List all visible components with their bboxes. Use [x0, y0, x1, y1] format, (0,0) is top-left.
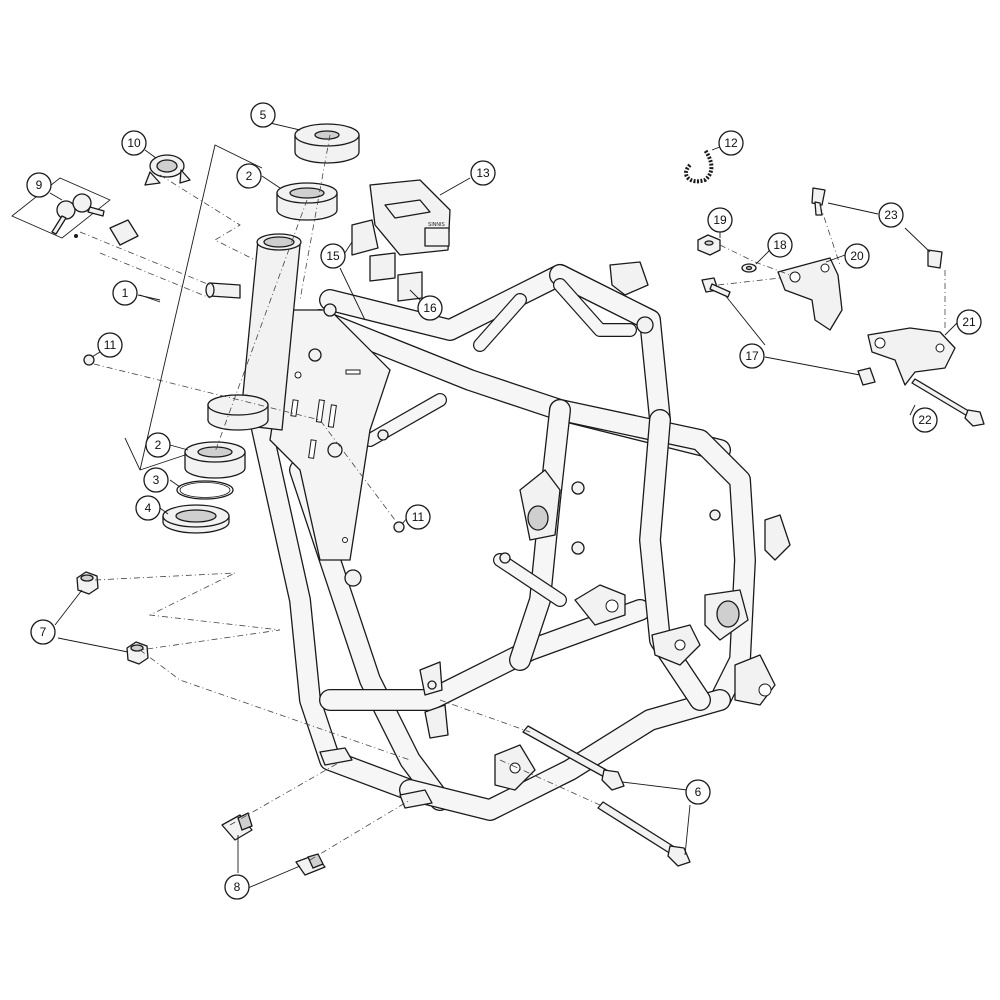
callout-13: 13: [470, 160, 496, 186]
svg-text:13: 13: [476, 166, 490, 180]
callout-6: 6: [685, 779, 711, 805]
svg-text:6: 6: [695, 785, 702, 799]
callout-7: 7: [30, 619, 56, 645]
assembly-lines: [79, 134, 946, 861]
callout-20: 20: [844, 243, 870, 269]
svg-text:7: 7: [40, 625, 47, 639]
svg-text:18: 18: [773, 238, 787, 252]
callout-18: 18: [767, 232, 793, 258]
callout-11-center: 11: [405, 504, 431, 530]
main-frame: [249, 261, 791, 821]
callout-8: 8: [224, 874, 250, 900]
part-3-ring: [176, 480, 234, 500]
svg-text:23: 23: [884, 208, 898, 222]
callout-15: 15: [320, 243, 346, 269]
callout-22: 22: [912, 407, 938, 433]
part-7-nuts: [76, 571, 149, 665]
callout-leaders: [49, 122, 959, 889]
svg-text:16: 16: [423, 301, 437, 315]
svg-text:11: 11: [412, 510, 425, 524]
svg-text:3: 3: [153, 473, 160, 487]
callout-1: 1: [112, 280, 138, 306]
callout-23: 23: [878, 202, 904, 228]
part-4-lower-seal: [162, 504, 230, 534]
svg-text:20: 20: [850, 249, 864, 263]
callout-16: 16: [417, 295, 443, 321]
part-20-footrest-bracket: [777, 257, 843, 331]
part-2-lower-bearing: [184, 441, 246, 479]
part-10-clamp: [144, 154, 191, 186]
svg-text:2: 2: [246, 169, 253, 183]
callout-3: 3: [143, 467, 169, 493]
part-8-clips: [221, 812, 326, 876]
svg-text:2: 2: [155, 438, 162, 452]
callout-17: 17: [739, 343, 765, 369]
svg-text:21: 21: [962, 315, 976, 329]
part-18-washer: [741, 263, 757, 273]
part-13-electrical-unit: SINNIS: [369, 179, 451, 256]
callout-10: 10: [121, 130, 147, 156]
part-21-footrest-bracket: [867, 327, 956, 386]
part-2-upper-bearing: [276, 182, 338, 221]
svg-text:15: 15: [326, 249, 340, 263]
ecu-logo-text: SINNIS: [428, 222, 445, 228]
part-5-top-seal: [294, 123, 360, 164]
svg-text:5: 5: [260, 108, 267, 122]
svg-text:1: 1: [122, 286, 129, 300]
part-9-key-set: [11, 177, 139, 246]
part-11-screws: [83, 354, 405, 533]
svg-text:17: 17: [745, 349, 759, 363]
callouts: 1 2 2 3 4 5 6 7 8 9 10 1: [26, 102, 982, 900]
part-19-nut: [697, 234, 721, 256]
part-15-bracket: [351, 219, 379, 256]
part-16-rubber-mount: [369, 252, 423, 302]
svg-text:9: 9: [36, 178, 43, 192]
steering-head-tube: [205, 233, 302, 431]
svg-text:19: 19: [713, 213, 727, 227]
callout-11-left: 11: [97, 332, 123, 358]
part-17-bolts: [701, 277, 876, 386]
callout-21: 21: [956, 309, 982, 335]
callout-9: 9: [26, 172, 52, 198]
callout-5: 5: [250, 102, 276, 128]
svg-text:12: 12: [724, 136, 738, 150]
callout-2-lower: 2: [145, 432, 171, 458]
svg-text:8: 8: [234, 880, 241, 894]
part-22-bolt: [911, 378, 985, 427]
callout-4: 4: [135, 495, 161, 521]
callout-12: 12: [718, 130, 744, 156]
svg-text:10: 10: [127, 136, 141, 150]
callout-2-upper: 2: [236, 163, 262, 189]
svg-text:11: 11: [104, 338, 117, 352]
callout-19: 19: [707, 207, 733, 233]
part-23-bolts: [811, 187, 943, 269]
svg-text:22: 22: [918, 413, 932, 427]
part-12-cable-tie: [684, 148, 714, 184]
svg-text:4: 4: [145, 501, 152, 515]
part-6-bolts: [522, 725, 691, 867]
